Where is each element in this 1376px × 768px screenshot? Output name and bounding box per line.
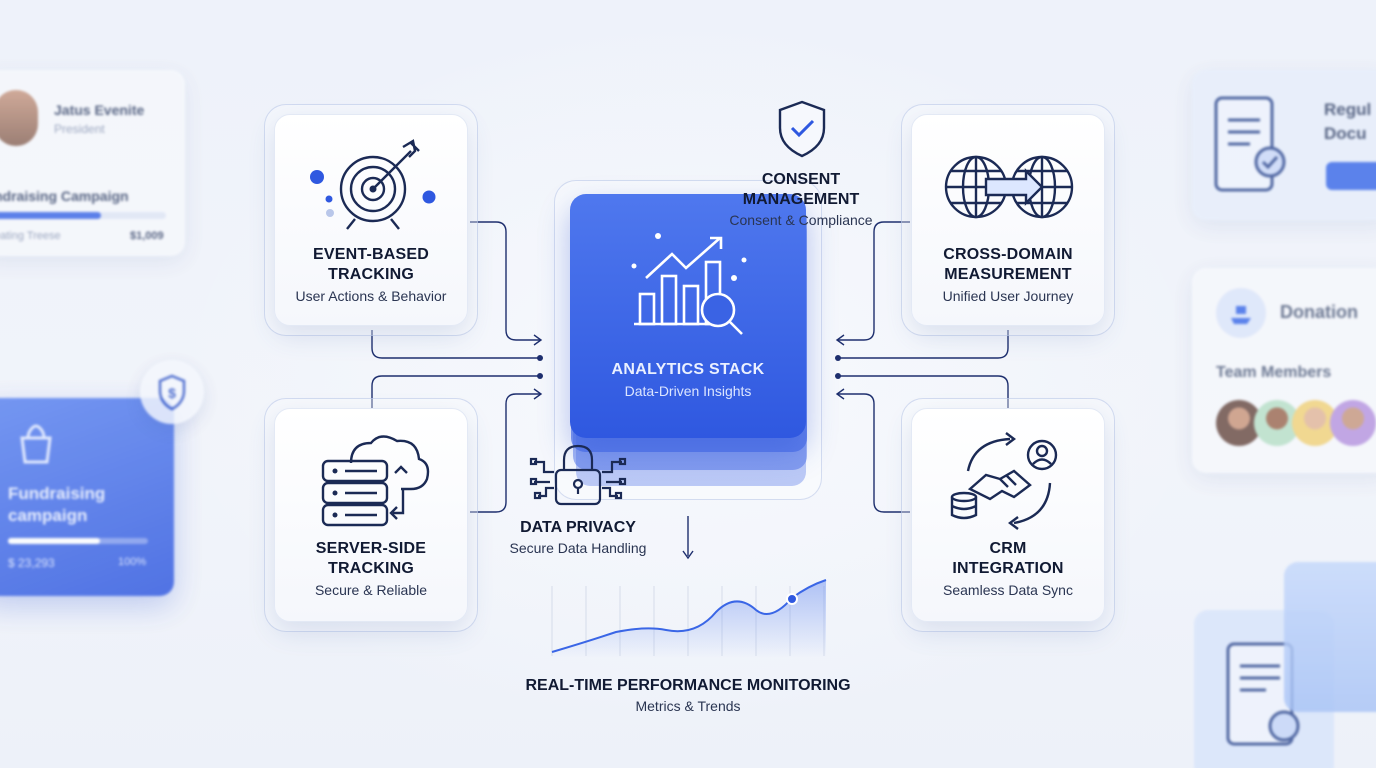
privacy-subtitle: Secure Data Handling xyxy=(509,540,647,556)
donation-title: Donation xyxy=(1280,302,1358,322)
event-tracking-card[interactable]: EVENT-BASED TRACKING User Actions & Beha… xyxy=(274,114,468,326)
svg-text:$: $ xyxy=(168,385,176,401)
consent-title-2: MANAGEMENT xyxy=(742,191,860,208)
fundraising-title-2: campaign xyxy=(8,506,88,525)
doc-button[interactable] xyxy=(1326,162,1376,190)
team-members-label: Team Members xyxy=(1216,364,1332,381)
privacy-label: DATA PRIVACY Secure Data Handling xyxy=(486,518,670,556)
consent-title-1: CONSENT xyxy=(761,171,841,188)
doc-title-2: Docu xyxy=(1324,124,1367,143)
analytics-stack-card[interactable]: ANALYTICS STACK Data-Driven Insights xyxy=(570,194,806,438)
server-subtitle: Secure & Reliable xyxy=(314,582,428,598)
certificate-icon xyxy=(1226,642,1300,746)
bg-profile-card: Jatus Evenite President ndraising Campai… xyxy=(0,70,185,256)
monitoring-subtitle: Metrics & Trends xyxy=(635,698,741,714)
performance-trend-chart xyxy=(551,579,827,658)
team-avatar-4 xyxy=(1330,400,1376,446)
event-title-1: EVENT-BASED xyxy=(313,246,429,263)
crm-title-1: CRM xyxy=(989,540,1027,557)
bg-donation-card: Donation Team Members xyxy=(1192,268,1376,473)
cross-title-1: CROSS-DOMAIN xyxy=(943,246,1073,263)
shield-check-icon xyxy=(778,100,826,158)
consent-subtitle: Consent & Compliance xyxy=(729,212,873,228)
event-title-2: TRACKING xyxy=(327,266,415,283)
server-cloud-icon xyxy=(321,435,430,527)
avatar xyxy=(0,90,38,146)
fundraising-title-1: Fundraising xyxy=(8,484,106,503)
consent-label: CONSENT MANAGEMENT Consent & Compliance xyxy=(700,170,902,228)
analytics-title: ANALYTICS STACK xyxy=(611,361,765,378)
cross-subtitle: Unified User Journey xyxy=(942,288,1074,304)
bg-document-card: Regul Docu xyxy=(1192,70,1376,220)
fundraising-progress xyxy=(8,538,148,544)
campaign-title: ndraising Campaign xyxy=(0,188,129,204)
doc-title-1: Regul xyxy=(1324,100,1372,119)
target-arrow-icon xyxy=(310,139,436,230)
profile-role: President xyxy=(54,122,105,136)
bar-chart-magnifier-icon xyxy=(631,233,747,335)
crm-subtitle: Seamless Data Sync xyxy=(943,582,1073,598)
event-subtitle: User Actions & Behavior xyxy=(295,288,447,304)
handshake-sync-icon xyxy=(950,432,1058,530)
analytics-subtitle: Data-Driven Insights xyxy=(624,383,752,399)
progress-fill xyxy=(0,212,101,219)
bg-certificate-card xyxy=(1194,610,1334,768)
server-title-1: SERVER-SIDE xyxy=(315,540,427,557)
monitoring-label: REAL-TIME PERFORMANCE MONITORING Metrics… xyxy=(488,676,888,714)
campaign-footer-right: $1,009 xyxy=(130,230,164,242)
document-check-icon xyxy=(1214,96,1286,192)
server-title-2: TRACKING xyxy=(327,560,415,577)
monitoring-title: REAL-TIME PERFORMANCE MONITORING xyxy=(525,677,851,694)
cross-title-2: MEASUREMENT xyxy=(944,266,1072,283)
server-tracking-card[interactable]: SERVER-SIDE TRACKING Secure & Reliable xyxy=(274,408,468,622)
bg-blue-tile xyxy=(1284,562,1376,712)
padlock-circuit-icon xyxy=(529,444,627,506)
bg-fundraising-card: Fundraising campaign $ 23,293 100% xyxy=(0,398,174,596)
fundraising-amount: $ 23,293 xyxy=(8,556,55,570)
globe-transfer-icon xyxy=(944,155,1074,219)
profile-name: Jatus Evenite xyxy=(54,102,145,118)
fundraising-progress-fill xyxy=(8,538,101,544)
privacy-title: DATA PRIVACY xyxy=(520,519,636,536)
campaign-footer-left: eating Treese xyxy=(0,230,61,242)
progress-track xyxy=(0,212,166,219)
cross-domain-card[interactable]: CROSS-DOMAIN MEASUREMENT Unified User Jo… xyxy=(911,114,1105,326)
donation-icon xyxy=(1216,288,1266,338)
donation-jar-icon xyxy=(20,424,52,464)
fundraising-percent: 100% xyxy=(118,556,147,568)
crm-card[interactable]: CRM INTEGRATION Seamless Data Sync xyxy=(911,408,1105,622)
crm-title-2: INTEGRATION xyxy=(952,560,1064,577)
dollar-badge-icon: $ xyxy=(140,360,204,424)
